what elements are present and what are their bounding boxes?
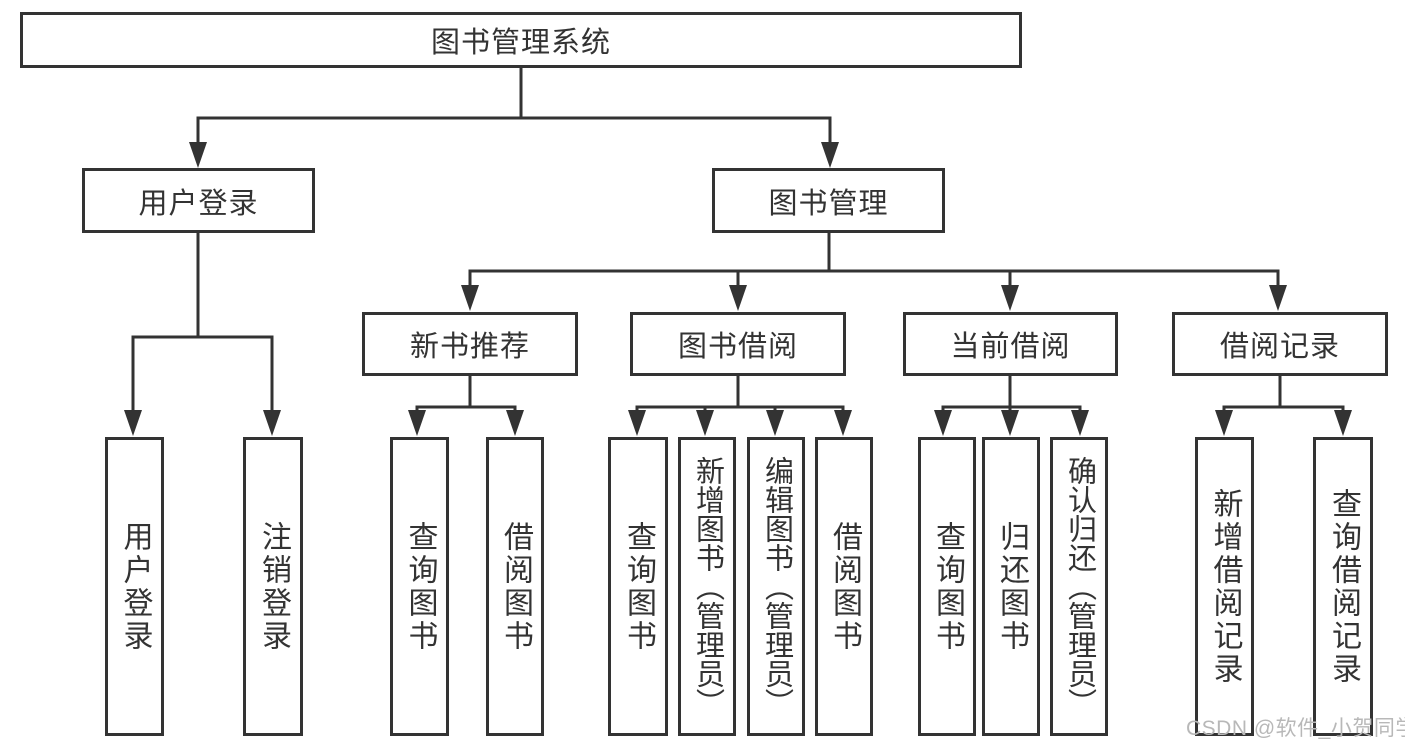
leaf-query-books-current: 查询图书	[918, 437, 976, 736]
leaf-user-login-label: 用户登录	[118, 520, 152, 653]
node-current-borrow: 当前借阅	[903, 312, 1118, 376]
leaf-return-books-label: 归还图书	[995, 520, 1028, 653]
leaf-logout: 注销登录	[243, 437, 303, 736]
leaf-borrow-books: 借阅图书	[815, 437, 873, 736]
node-new-book-recommend: 新书推荐	[362, 312, 578, 376]
node-new-book-recommend-label: 新书推荐	[409, 331, 530, 363]
leaf-query-books-borrow-label: 查询图书	[622, 520, 655, 653]
leaf-borrow-books-label: 借阅图书	[828, 520, 861, 653]
leaf-query-books-recommend-label: 查询图书	[403, 520, 437, 653]
leaf-add-borrow-record: 新增借阅记录	[1195, 437, 1254, 736]
node-root: 图书管理系统	[20, 12, 1022, 68]
leaf-add-books-admin: 新增图书（管理员）	[678, 437, 736, 736]
leaf-query-books-recommend: 查询图书	[390, 437, 449, 736]
node-user-login: 用户登录	[82, 168, 315, 233]
node-borrow-record-label: 借阅记录	[1219, 331, 1340, 363]
node-borrow-record: 借阅记录	[1172, 312, 1388, 376]
leaf-user-login: 用户登录	[105, 437, 164, 736]
node-root-label: 图书管理系统	[430, 27, 611, 59]
leaf-add-borrow-record-label: 新增借阅记录	[1208, 487, 1242, 686]
leaf-borrow-books-recommend-label: 借阅图书	[499, 520, 532, 653]
node-book-borrow: 图书借阅	[630, 312, 846, 376]
csdn-watermark: CSDN @软件_小贺同学	[1186, 717, 1405, 740]
leaf-edit-books-admin: 编辑图书（管理员）	[747, 437, 805, 736]
node-current-borrow-label: 当前借阅	[950, 331, 1071, 363]
node-user-login-label: 用户登录	[138, 187, 259, 220]
leaf-confirm-return-admin: 确认归还（管理员）	[1050, 437, 1108, 736]
node-book-borrow-label: 图书借阅	[677, 331, 798, 363]
node-book-management: 图书管理	[712, 168, 945, 233]
leaf-borrow-books-recommend: 借阅图书	[486, 437, 544, 736]
arrowheads	[124, 142, 1352, 436]
leaf-query-borrow-record-label: 查询借阅记录	[1327, 487, 1360, 686]
leaf-edit-books-admin-label: 编辑图书（管理员）	[760, 456, 793, 717]
node-book-management-label: 图书管理	[768, 187, 889, 220]
leaf-add-books-admin-label: 新增图书（管理员）	[691, 456, 724, 717]
leaf-return-books: 归还图书	[982, 437, 1040, 736]
leaf-query-books-current-label: 查询图书	[931, 520, 964, 653]
leaf-query-books-borrow: 查询图书	[608, 437, 668, 736]
leaf-confirm-return-admin-label: 确认归还（管理员）	[1063, 456, 1096, 717]
leaf-logout-label: 注销登录	[257, 520, 290, 653]
leaf-query-borrow-record: 查询借阅记录	[1313, 437, 1373, 736]
